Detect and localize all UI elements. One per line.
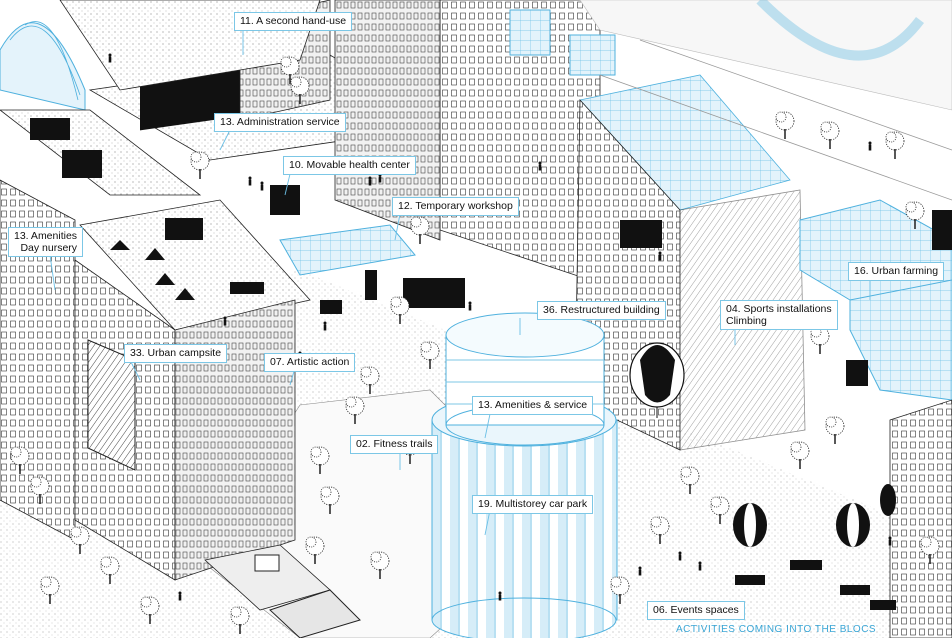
greenhouse-arch (0, 21, 86, 111)
temporary-workshop (270, 185, 465, 314)
footer-caption: ACTIVITIES COMING INTO THE BLOCS (676, 624, 877, 635)
events-tents (735, 560, 896, 610)
label-sports-line1: 04. Sports installations (726, 303, 832, 315)
label-sports-installations: 04. Sports installations Climbing (720, 300, 838, 330)
label-fitness-trails: 02. Fitness trails (350, 435, 439, 454)
label-restructured-building: 36. Restructured building (537, 301, 666, 320)
stadium-and-road (579, 0, 952, 201)
hot-air-balloons (629, 342, 896, 547)
label-events-spaces: 06. Events spaces (647, 601, 745, 620)
building-lower-left (204, 544, 361, 638)
label-urban-campsite: 33. Urban campsite (124, 344, 228, 363)
label-movable-health-center: 10. Movable health center (283, 156, 416, 175)
label-administration-service: 13. Administration service (214, 113, 346, 132)
label-amenities-service: 13. Amenities & service (472, 396, 594, 415)
label-artistic-action: 07. Artistic action (264, 353, 356, 372)
label-climbing-line2: Climbing (726, 315, 767, 327)
label-amenities-day-nursery: 13. Amenities Day nursery (8, 227, 84, 257)
label-day-nursery-line2: Day nursery (20, 242, 78, 254)
label-multistorey-car-park: 19. Multistorey car park (472, 495, 594, 514)
car-park-tower (431, 312, 618, 638)
label-second-hand-use: 11. A second hand-use (234, 12, 353, 31)
label-amenities-line1: 13. Amenities (14, 230, 78, 242)
label-temporary-workshop: 12. Temporary workshop (392, 197, 519, 216)
label-urban-farming: 16. Urban farming (848, 262, 945, 281)
